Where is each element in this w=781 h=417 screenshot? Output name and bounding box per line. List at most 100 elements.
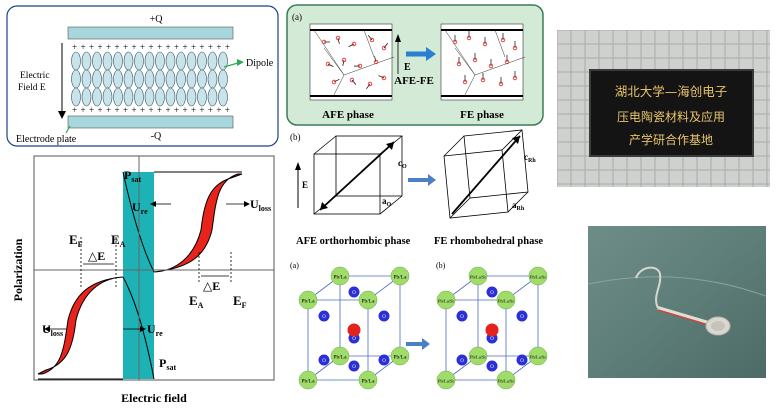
x-axis-label: Electric field — [121, 391, 187, 405]
pb-la-atom-label: Pb/La — [361, 299, 375, 305]
pb-la-atom-label: Pb/La — [333, 355, 347, 361]
c-rh-label: cRh — [524, 152, 536, 164]
o-atom-label: O — [520, 359, 524, 364]
hysteresis-panel: Psat Ure Uloss EF EA △E △E EA EF Uloss U… — [6, 152, 279, 410]
dipole-ellipse — [145, 88, 154, 106]
plaque-line-3: 产学研合作基地 — [629, 132, 713, 147]
dipole-ellipse — [82, 70, 91, 88]
dipole-ellipse — [114, 70, 123, 88]
o-atom-label: O — [352, 365, 356, 370]
dipole-ellipse — [93, 88, 102, 106]
afe-fe-transition-panel: (a) E AFE-FE AFE phase FE phase — [286, 4, 544, 126]
lattice-b-tag: (b) — [436, 261, 446, 270]
pb-la-atom-label: Pb/La/Sr — [530, 355, 547, 360]
dipole-ellipse — [166, 52, 175, 70]
dipole-ellipse — [187, 70, 196, 88]
afe-orthorhombic-caption: AFE orthorhombic phase — [296, 236, 411, 247]
plaque-image: 湖北大学—海创电子 压电陶瓷材料及应用 产学研合作基地 — [557, 30, 770, 187]
unit-cell-diagram: (b) E cO aO cRh aRh AFE orthorhombic pha… — [286, 128, 548, 250]
afe-fe-label: AFE-FE — [394, 75, 434, 87]
unit-cell-panel: (b) E cO aO cRh aRh AFE orthorhombic pha… — [286, 128, 548, 250]
o-atom-label: O — [490, 291, 494, 296]
pb-la-atom-label: Pb/La — [301, 379, 315, 385]
dipole-ellipse — [166, 70, 175, 88]
o-atom-label: O — [490, 337, 494, 342]
dipole-ellipse — [198, 52, 207, 70]
y-axis-label: Polarization — [11, 238, 25, 301]
pb-la-atom-label: Pb/La — [393, 355, 407, 361]
field-label-1: Electric — [20, 71, 50, 81]
o-atom-label: O — [352, 337, 356, 342]
dipole-ellipse — [166, 88, 175, 106]
dipole-ellipse — [219, 88, 228, 106]
pb-la-atom-label: Pb/La/Sr — [470, 355, 487, 360]
dipole-ellipse — [103, 52, 112, 70]
plaque-line-1: 湖北大学—海创电子 — [615, 84, 728, 99]
dipole-label: Dipole — [246, 58, 274, 69]
dipole-ellipse — [135, 52, 144, 70]
minus-q-label: -Q — [151, 131, 162, 142]
dipole-ellipse — [145, 70, 154, 88]
o-atom-label: O — [322, 315, 326, 320]
dipole-ellipse — [219, 70, 228, 88]
minus-charge-row: + + + + + + + + + + + + + + + + + + + — [72, 105, 230, 115]
dipole-ellipse — [103, 88, 112, 106]
pb-la-atom-label: Pb/La — [361, 379, 375, 385]
sensor-photo — [588, 226, 766, 378]
pb-la-atom-label: Pb/La — [393, 275, 407, 281]
plaque-photo: 湖北大学—海创电子 压电陶瓷材料及应用 产学研合作基地 — [557, 30, 770, 187]
piezo-sensor-image — [588, 226, 766, 378]
electrode-label: Electrode plate — [16, 134, 77, 145]
a-o-label: aO — [382, 196, 392, 208]
o-atom-label: O — [352, 291, 356, 296]
pb-la-atom-label: Pb/La — [333, 275, 347, 281]
fe-phase-label: FE phase — [460, 109, 504, 121]
o-atom-label: O — [382, 315, 386, 320]
dipole-ellipse — [114, 88, 123, 106]
dipole-ellipse — [103, 70, 112, 88]
afe-phase-label: AFE phase — [322, 109, 374, 121]
dipole-ellipse — [114, 52, 123, 70]
dipole-ellipse — [124, 88, 133, 106]
dipole-ellipse — [72, 88, 81, 106]
fe-rhombohedral-caption: FE rhombohedral phase — [434, 236, 543, 247]
o-atom-label: O — [382, 359, 386, 364]
dipole-ellipse — [208, 70, 217, 88]
dipole-ellipse — [187, 52, 196, 70]
dipole-ellipse — [208, 88, 217, 106]
dipole-ellipse — [198, 70, 207, 88]
dipole-array — [72, 52, 228, 106]
top-plate — [68, 27, 233, 39]
o-atom-label: O — [460, 359, 464, 364]
dipole-ellipse — [187, 88, 196, 106]
dipole-ellipse — [72, 52, 81, 70]
bottom-plate — [68, 116, 233, 128]
dipole-ellipse — [198, 88, 207, 106]
o-atom-label: O — [520, 315, 524, 320]
plaque-line-2: 压电陶瓷材料及应用 — [617, 109, 725, 124]
field-label-2: Field E — [18, 83, 46, 93]
dipole-ellipse — [93, 70, 102, 88]
pb-la-atom-label: Pb/La/Sr — [438, 299, 455, 304]
dipole-ellipse — [177, 70, 186, 88]
e-field-label: E — [404, 62, 411, 73]
pb-la-atom-label: Pb/La/Sr — [438, 379, 455, 384]
dipole-ellipse — [82, 52, 91, 70]
plus-charge-row: + + + + + + + + + + + + + + + + + + + — [72, 42, 230, 52]
delta-e-left-label: △E — [88, 249, 105, 263]
dipole-ellipse — [219, 52, 228, 70]
o-atom-label: O — [490, 365, 494, 370]
dipole-ellipse — [177, 88, 186, 106]
double-hysteresis-loop: Psat Ure Uloss EF EA △E △E EA EF Uloss U… — [6, 152, 279, 410]
dipole-ellipse — [208, 52, 217, 70]
pb-la-atom-label: Pb/La/Sr — [530, 275, 547, 280]
pb-la-atom-label: Pb/La/Sr — [498, 299, 515, 304]
dipole-ellipse — [72, 70, 81, 88]
dipole-ellipse — [82, 88, 91, 106]
pb-la-atom-label: Pb/La/Sr — [498, 379, 515, 384]
lattice-a-tag: (a) — [290, 261, 299, 270]
cell-e-label: E — [302, 180, 308, 190]
